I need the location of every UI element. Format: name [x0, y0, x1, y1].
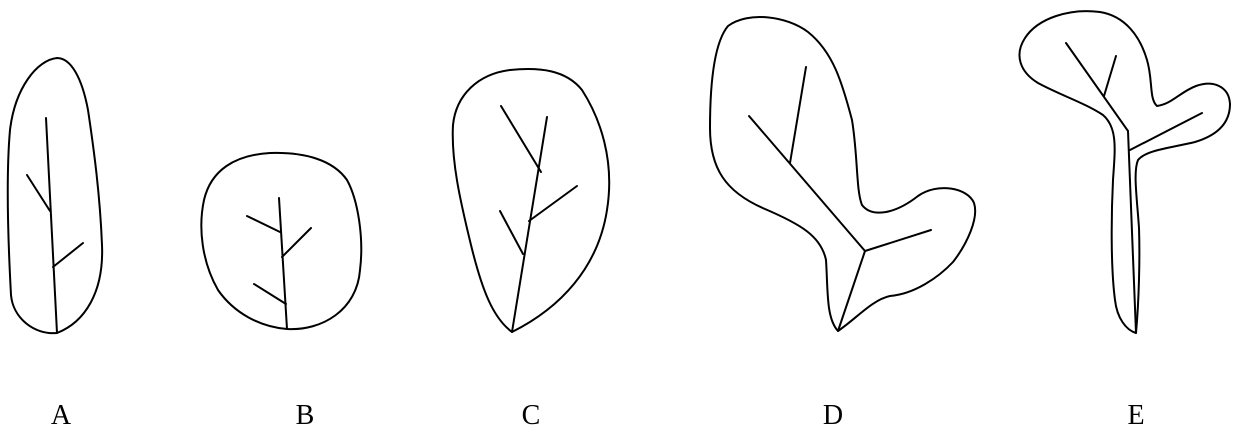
- leaf-e-label: E: [1127, 400, 1144, 430]
- leaf-e-veins: [1066, 43, 1202, 333]
- leaf-a-label: A: [51, 400, 72, 430]
- leaf-d-outline: [710, 17, 975, 331]
- leaf-c-veins: [500, 106, 577, 332]
- leaf-e: [1019, 11, 1230, 333]
- leaf-b-veins: [247, 198, 311, 329]
- leaf-a-veins: [27, 118, 83, 333]
- leaf-d: [710, 17, 975, 331]
- leaf-a: [8, 58, 102, 333]
- leaf-c-outline: [453, 69, 609, 332]
- leaf-b: [201, 153, 361, 329]
- leaf-c-label: C: [522, 400, 541, 430]
- leaf-b-label: B: [296, 400, 315, 430]
- leaf-e-outline: [1019, 11, 1230, 333]
- leaf-d-label: D: [823, 400, 843, 430]
- leaf-c: [453, 69, 609, 332]
- leaf-d-veins: [749, 67, 931, 331]
